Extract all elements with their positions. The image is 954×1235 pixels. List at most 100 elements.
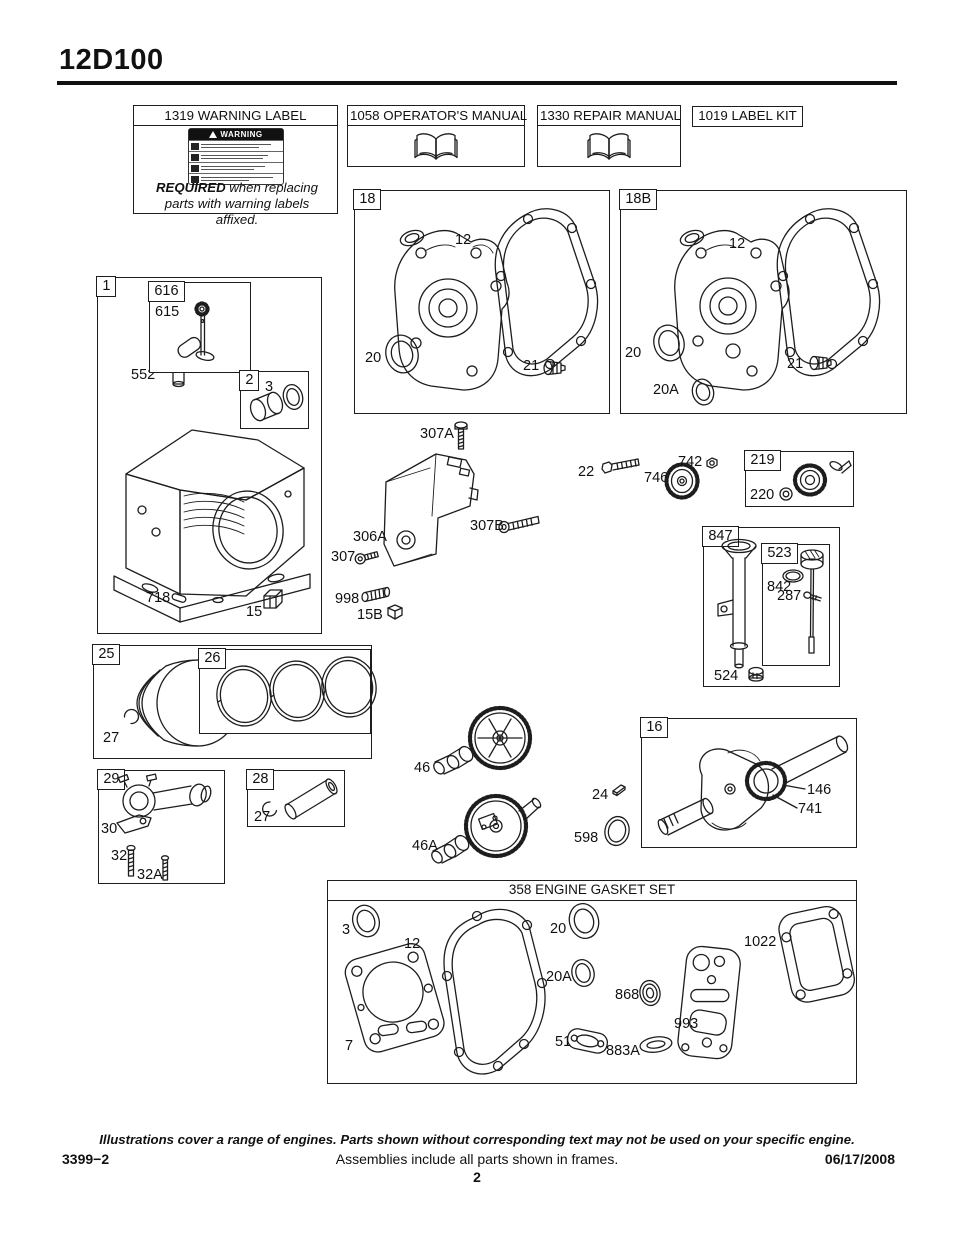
- warning-label-header: WARNING: [189, 129, 283, 140]
- frame-26-tag: 26: [198, 648, 227, 670]
- gear-assembly-219-drawing: [779, 460, 852, 501]
- callout-20: 20: [365, 350, 382, 366]
- hazard-icon: [191, 175, 199, 183]
- breather-gasket-993: [677, 945, 741, 1060]
- cover-306a-drawing: [383, 453, 479, 567]
- required-word: REQUIRED: [156, 180, 226, 195]
- crankcase-cover-18-drawing: [385, 208, 599, 391]
- callout-146: 146: [807, 782, 832, 798]
- frame-616-tag: 616: [148, 281, 185, 303]
- operators-manual-title: 1058 OPERATOR'S MANUAL: [348, 106, 527, 126]
- callout-12: 12: [404, 936, 421, 952]
- frame-16: 16 146 741: [640, 717, 857, 848]
- callout-20a: 20A: [546, 969, 572, 985]
- clip-742-drawing: [706, 457, 718, 469]
- frame-2: 2 3: [239, 370, 309, 429]
- callout-15b: 15B: [357, 607, 383, 623]
- callout-287: 287: [777, 588, 802, 604]
- callout-307b: 307B: [470, 518, 504, 534]
- hazard-icon: [191, 153, 199, 161]
- nut-15b-drawing: [387, 604, 403, 620]
- fitting-998-drawing: [361, 586, 391, 603]
- callout-718: 718: [146, 590, 171, 606]
- frame-25: 25 27 26: [92, 644, 377, 759]
- callout-12: 12: [729, 236, 746, 252]
- warning-label-header-text: WARNING: [220, 130, 263, 139]
- footer-date: 06/17/2008: [824, 1151, 895, 1167]
- callout-51: 51: [555, 1034, 572, 1050]
- warning-row: [189, 151, 283, 162]
- callout-30: 30: [101, 821, 118, 837]
- callout-993: 993: [674, 1016, 699, 1032]
- callout-3: 3: [342, 922, 351, 938]
- screw-307b-drawing: [498, 515, 540, 534]
- warning-row: [189, 162, 283, 173]
- camshaft-46a-drawing: [431, 793, 542, 864]
- frame-28-tag: 28: [246, 769, 275, 791]
- callout-7: 7: [345, 1038, 354, 1054]
- callout-1022: 1022: [744, 934, 777, 950]
- frame-18: 18 12 20 21: [353, 189, 610, 414]
- screw-307-drawing: [354, 551, 379, 565]
- warning-box-title: 1319 WARNING LABEL: [134, 106, 337, 126]
- repair-manual-box: 1330 REPAIR MANUAL: [537, 105, 681, 167]
- warning-required-note: REQUIRED when replacing parts with warni…: [143, 180, 331, 228]
- callout-868: 868: [615, 987, 640, 1003]
- callout-20: 20: [550, 921, 567, 937]
- callout-32: 32: [111, 848, 128, 864]
- crankcase-gasket-12: [441, 908, 548, 1075]
- callout-24: 24: [592, 787, 609, 803]
- callout-306a: 306A: [353, 529, 387, 545]
- callout-15: 15: [246, 604, 263, 620]
- frame-1-tag: 1: [96, 276, 117, 298]
- gasket-set-drawing: [344, 903, 855, 1075]
- callout-20: 20: [625, 345, 642, 361]
- frame-616: 616 615: [148, 281, 251, 373]
- page-title: 12D100: [59, 44, 164, 76]
- governor-gear-746-drawing: [664, 462, 700, 500]
- frame-18b: 18B 12 20 20A 21: [619, 189, 907, 414]
- bolt-22-drawing: [601, 458, 640, 474]
- camshaft-46-drawing: [433, 705, 533, 775]
- callout-3: 3: [265, 379, 274, 395]
- callout-12: 12: [455, 232, 472, 248]
- callout-22: 22: [578, 464, 595, 480]
- valve-cover-gasket-1022: [778, 906, 855, 1003]
- exhaust-gasket-51: [566, 1028, 609, 1054]
- label-kit-box: 1019 LABEL KIT: [692, 106, 803, 127]
- callout-741: 741: [798, 801, 823, 817]
- piston-drawing: [123, 659, 240, 747]
- callout-21: 21: [787, 356, 804, 372]
- callout-21: 21: [523, 358, 540, 374]
- callout-220: 220: [750, 487, 775, 503]
- head-gasket-7: [344, 943, 445, 1053]
- frame-1: 1 552 718 15: [96, 276, 322, 634]
- callout-883a: 883A: [606, 1043, 640, 1059]
- frame-523-tag: 523: [761, 543, 798, 565]
- crankshaft-drawing: [657, 735, 849, 836]
- gasket-set-frame: 358 ENGINE GASKET SET: [327, 880, 857, 1084]
- frame-16-tag: 16: [640, 717, 669, 739]
- footer-page-number: 2: [473, 1169, 481, 1185]
- frame-26: 26: [198, 648, 377, 734]
- footer-note: Illustrations cover a range of engines. …: [99, 1132, 855, 1147]
- callout-598: 598: [574, 830, 599, 846]
- frame-523: 523 842 287: [761, 543, 830, 666]
- key-24-drawing: [612, 784, 626, 797]
- open-book-icon: [587, 133, 631, 160]
- frame-18-tag: 18: [353, 189, 382, 211]
- warning-triangle-icon: [209, 131, 218, 138]
- frame-28: 28 27: [246, 769, 345, 827]
- repair-manual-title: 1330 REPAIR MANUAL: [538, 106, 681, 126]
- ring-598-drawing: [604, 815, 630, 847]
- required-rest: when replacing parts with warning labels…: [164, 180, 318, 228]
- warning-label-box: 1319 WARNING LABEL WARNING REQUIRED when…: [133, 105, 338, 227]
- gasket-883a: [639, 1036, 673, 1053]
- frame-18b-tag: 18B: [619, 189, 658, 211]
- hazard-icon: [191, 164, 199, 172]
- gasket-set-title: 358 ENGINE GASKET SET: [328, 881, 856, 901]
- callout-20a: 20A: [653, 382, 679, 398]
- callout-27: 27: [103, 730, 120, 746]
- callout-307a: 307A: [420, 426, 454, 442]
